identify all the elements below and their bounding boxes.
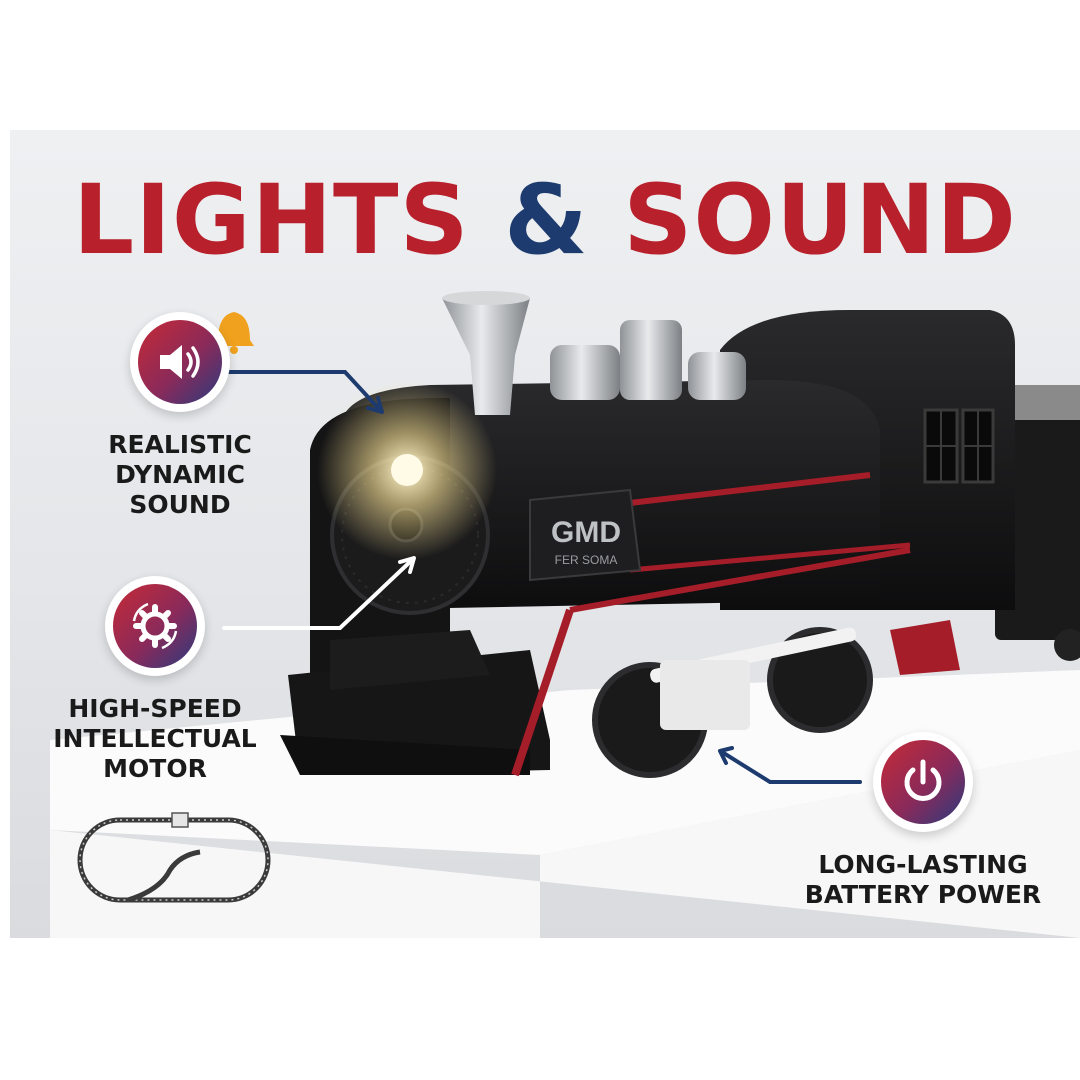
headline-part-2: SOUND	[623, 164, 1017, 276]
gear-icon	[132, 602, 178, 650]
battery-badge	[873, 732, 973, 832]
speaker-icon	[160, 345, 200, 379]
pointer-arrows	[222, 370, 862, 784]
steam-domes	[550, 320, 746, 400]
feature-sound-label: REALISTIC DYNAMIC SOUND	[108, 430, 252, 519]
feature-battery-label: LONG-LASTING BATTERY POWER	[804, 850, 1042, 909]
motor-badge	[105, 576, 205, 676]
power-icon	[904, 759, 942, 801]
side-plate: GMD FER SOMA	[529, 488, 642, 582]
feature-battery: LONG-LASTING BATTERY POWER	[788, 732, 1058, 910]
product-panel: GMD FER SOMA	[10, 130, 1080, 938]
side-plate-badge: GMD	[551, 516, 621, 549]
smokestack	[442, 291, 530, 415]
wheels	[592, 620, 960, 778]
track-layout-icon	[77, 812, 271, 903]
front-bumper	[280, 547, 911, 777]
headlight	[391, 454, 423, 486]
sound-badge	[130, 312, 230, 412]
display-platform	[50, 750, 1080, 938]
side-plate-subtext: FER SOMA	[555, 553, 618, 567]
headline-part-1: LIGHTS	[73, 164, 470, 276]
headline-ampersand: &	[504, 164, 589, 276]
feature-motor-label: HIGH-SPEED INTELLECTUAL MOTOR	[53, 694, 257, 783]
headline: LIGHTS & SOUND	[10, 170, 1080, 270]
train-illustration: GMD FER SOMA	[50, 291, 1080, 938]
feature-motor: HIGH-SPEED INTELLECTUAL MOTOR	[20, 576, 290, 784]
feature-sound: REALISTIC DYNAMIC SOUND	[80, 312, 280, 520]
